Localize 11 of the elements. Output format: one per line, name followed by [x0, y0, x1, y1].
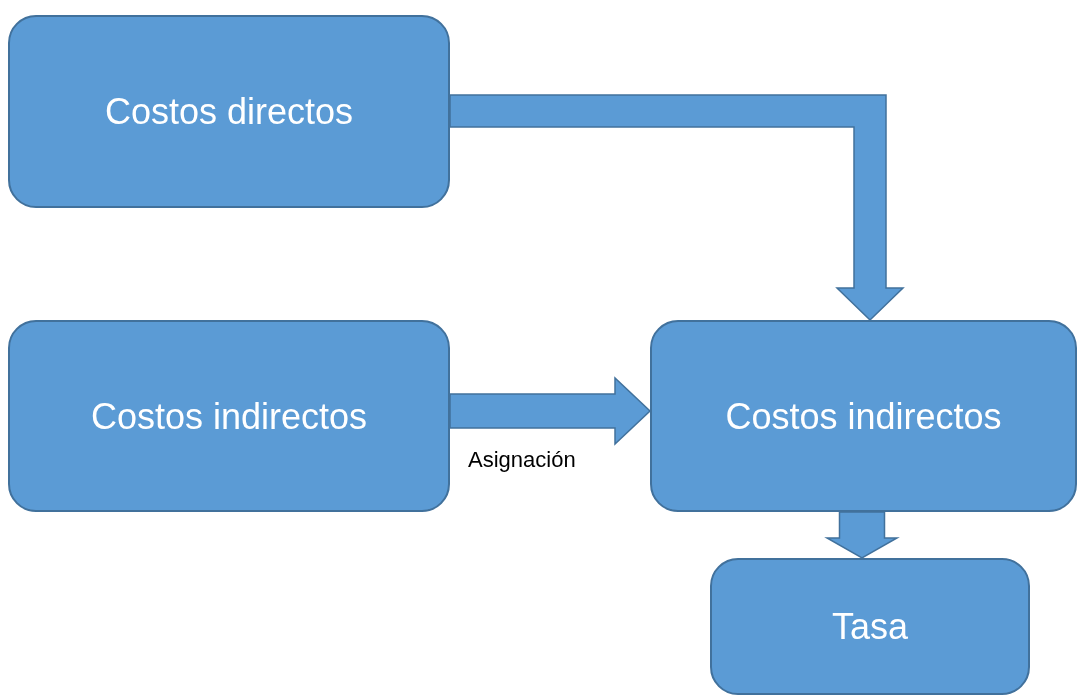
box-label: Costos indirectos: [90, 394, 368, 439]
box-label: Tasa: [831, 605, 908, 649]
box-label: Costos indirectos: [725, 394, 1002, 439]
block-arrow: [449, 376, 652, 446]
block-arrow: [449, 94, 905, 322]
process-box: [8, 15, 450, 208]
box-label: Costos directos: [104, 90, 354, 134]
process-box: [8, 320, 450, 512]
block-arrow: [824, 511, 900, 559]
process-box: [650, 320, 1077, 512]
process-box: [710, 558, 1030, 695]
